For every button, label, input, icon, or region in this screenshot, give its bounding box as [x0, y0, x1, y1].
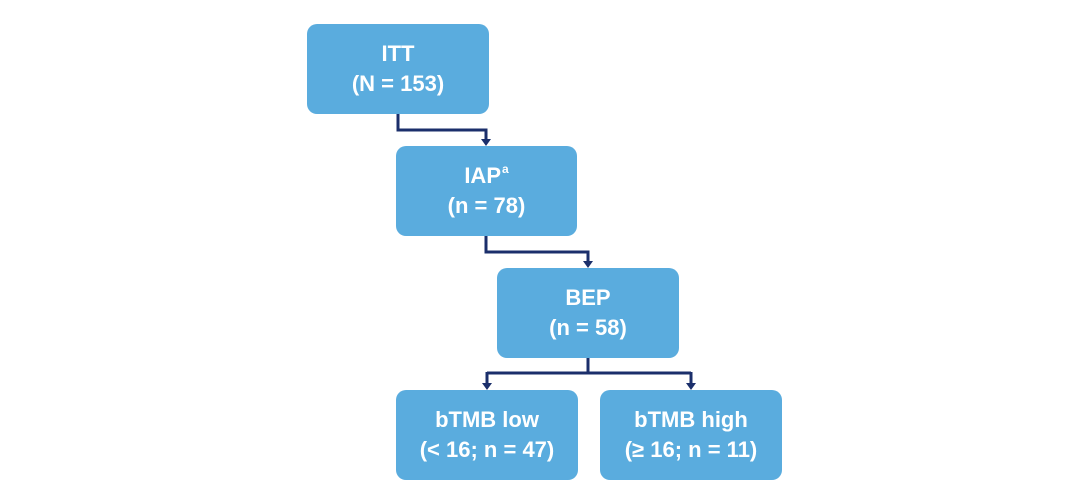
node-btmb-high: bTMB high (≥ 16; n = 11)	[600, 390, 782, 480]
node-itt-title: ITT	[381, 41, 415, 66]
node-iap-title-wrap: IAPa	[464, 161, 508, 191]
connector-itt-to-iap	[396, 114, 488, 140]
node-iap: IAPa (n = 78)	[396, 146, 577, 236]
arrowhead-high	[686, 383, 696, 390]
node-iap-footnote-marker: a	[502, 161, 509, 176]
node-itt-count: (N = 153)	[351, 71, 445, 96]
arrowhead-bep	[583, 261, 593, 268]
node-iap-title: IAP	[464, 163, 501, 188]
node-iap-count: (n = 78)	[447, 193, 526, 218]
arrowhead-iap	[481, 139, 491, 146]
node-btmb-high-count: (≥ 16; n = 11)	[624, 437, 758, 462]
node-btmb-low: bTMB low (< 16; n = 47)	[396, 390, 578, 480]
node-bep: BEP (n = 58)	[497, 268, 679, 358]
node-btmb-low-count: (< 16; n = 47)	[419, 437, 555, 462]
node-btmb-low-title: bTMB low	[435, 407, 539, 432]
node-btmb-high-title: bTMB high	[634, 407, 748, 432]
node-bep-title: BEP	[565, 285, 611, 310]
node-bep-count: (n = 58)	[549, 315, 627, 340]
connector-iap-to-bep	[484, 236, 590, 262]
arrowhead-low	[482, 383, 492, 390]
node-itt: ITT (N = 153)	[307, 24, 489, 114]
